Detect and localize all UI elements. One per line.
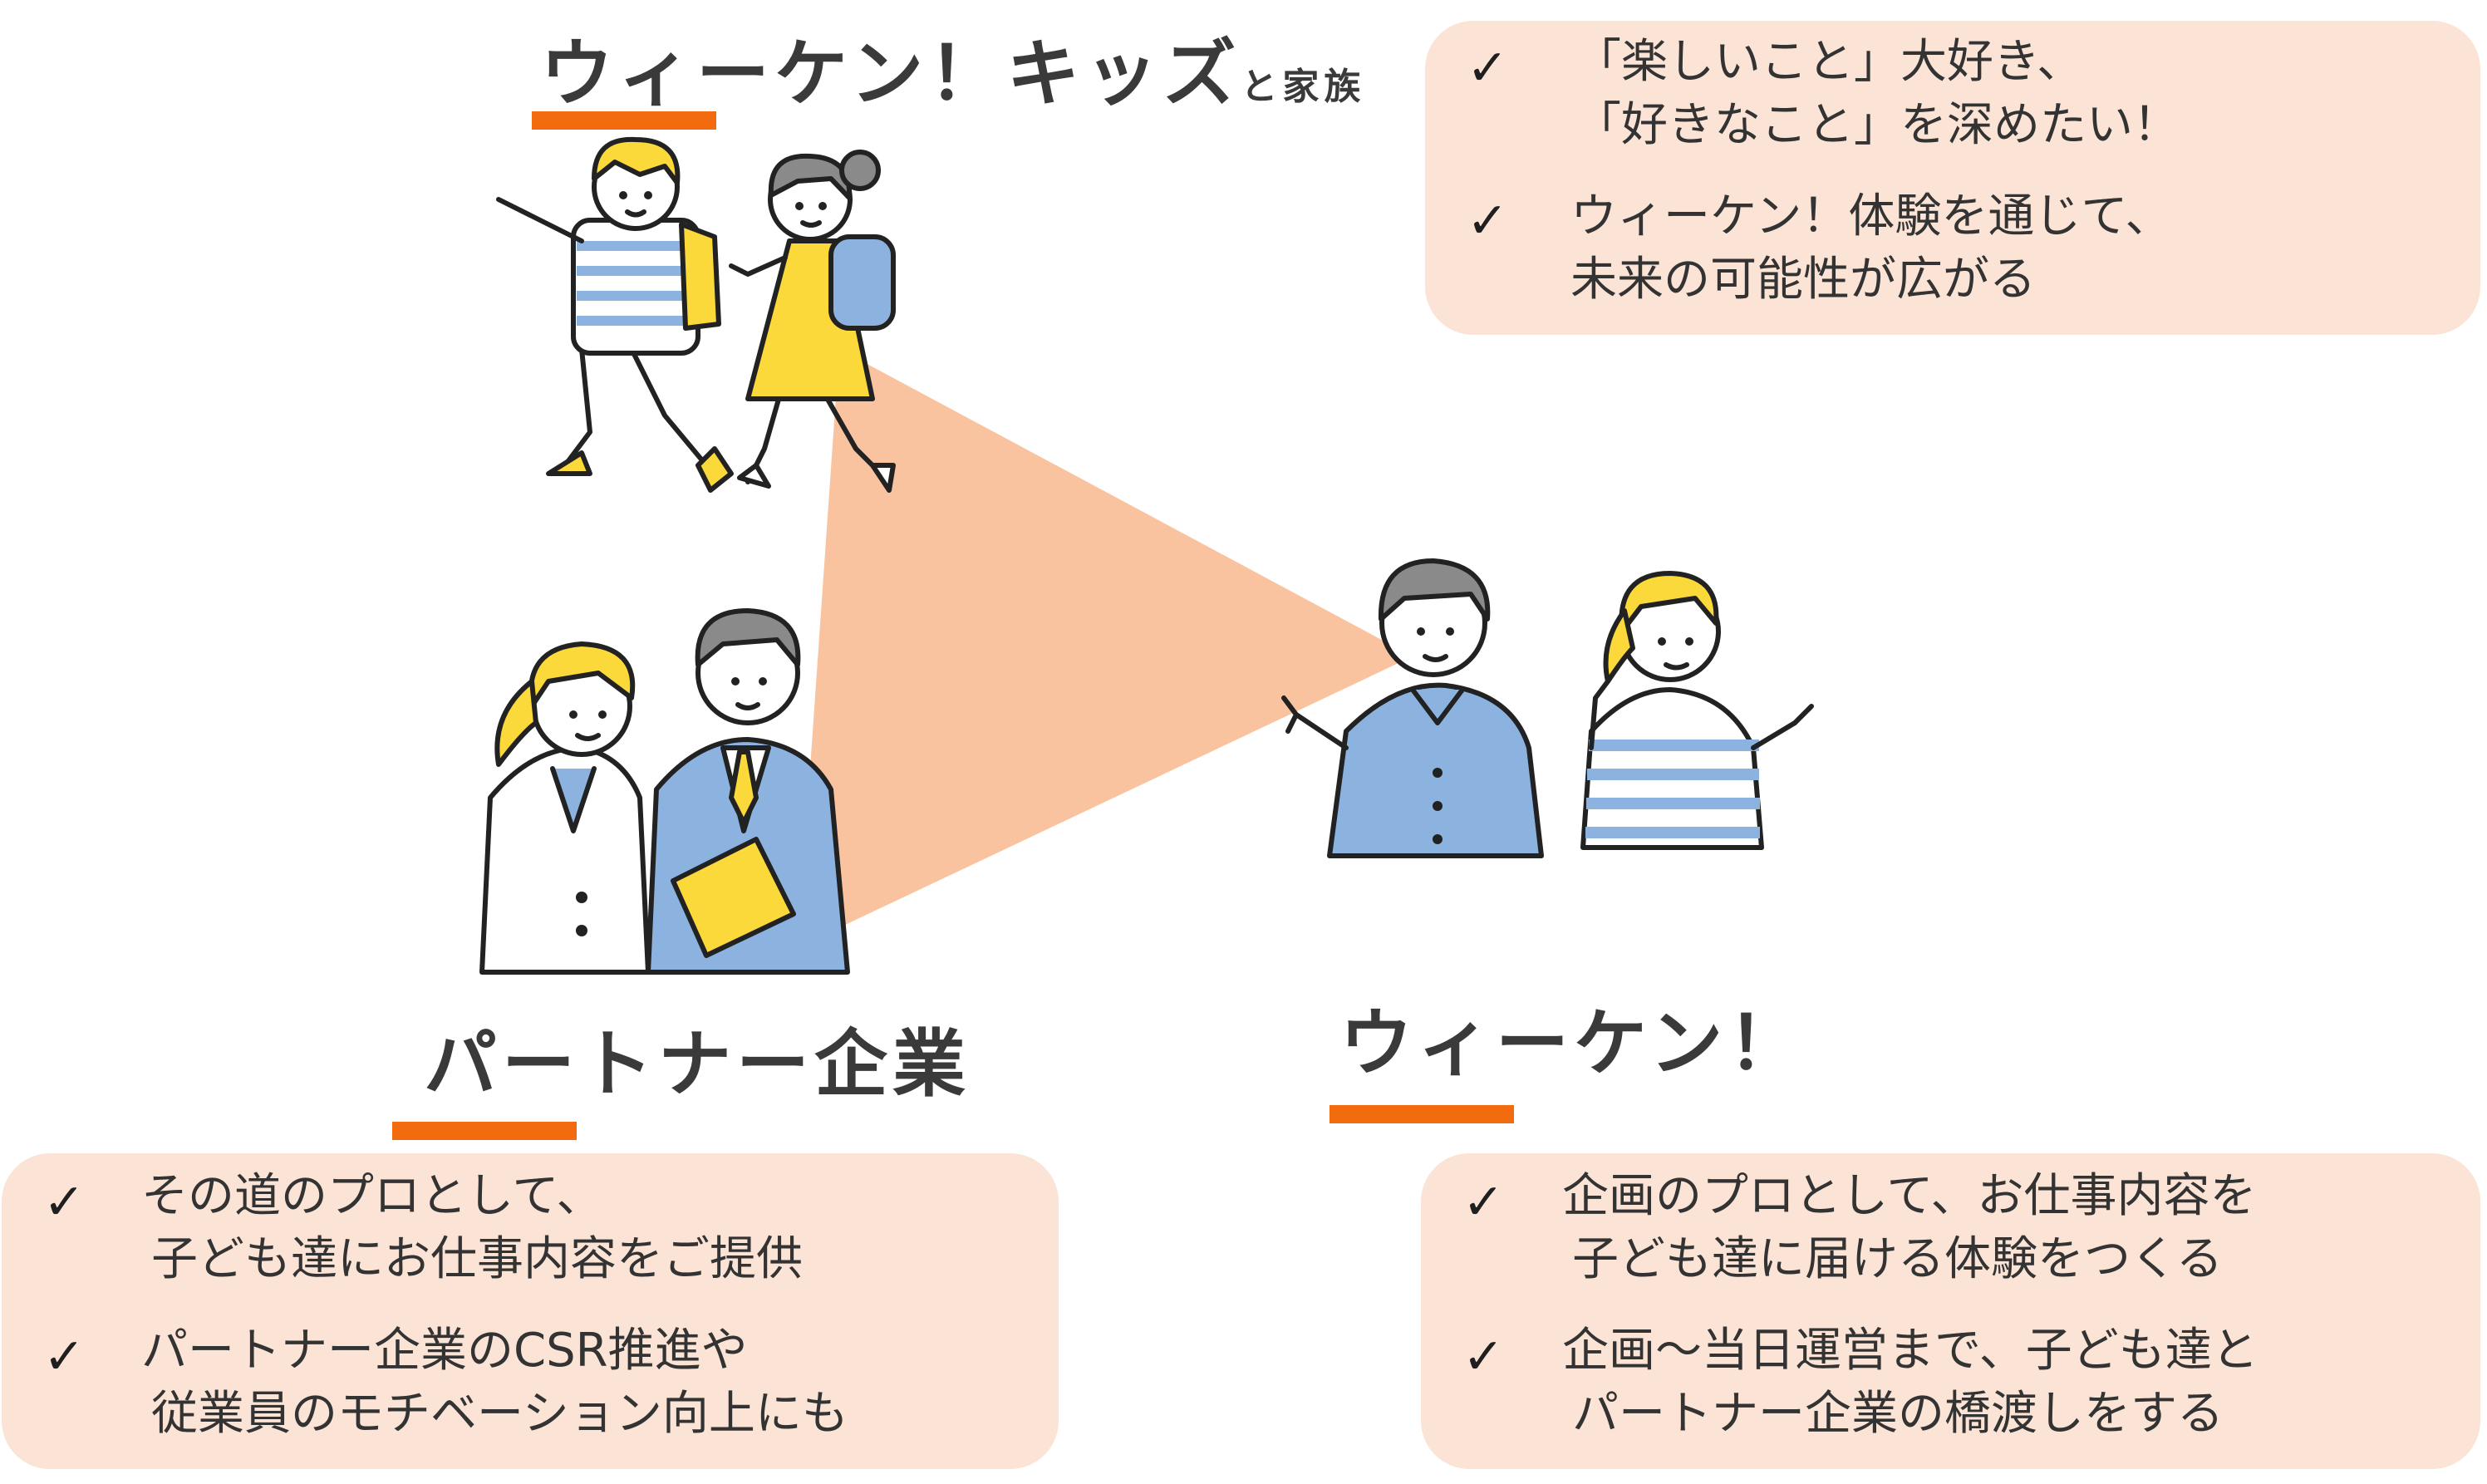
staff-woman-figure <box>1580 571 1814 850</box>
check-icon: ✓ <box>43 1328 86 1386</box>
partner-title-underline <box>392 1122 577 1140</box>
weeken-title: ウィーケン！ <box>1339 1000 1806 1086</box>
check-icon: ✓ <box>1462 1173 1505 1231</box>
weeken-point-1-line-1: 企画のプロとして、お仕事内容を <box>1562 1169 2257 1223</box>
girl-figure <box>729 150 896 493</box>
weeken-point-2-line-1: 企画〜当日運営まで、子ども達と <box>1562 1324 2258 1378</box>
check-icon: ✓ <box>1467 192 1509 250</box>
kids-point-2: ウィーケン！体験を通じて、 未来の可能性が広がる <box>1570 185 2172 312</box>
kids-title-main: ウィーケン！キッズ <box>540 31 1241 116</box>
weeken-point-1-line-2: 子ども達に届ける体験をつくる <box>1572 1232 2223 1286</box>
kids-illustration <box>496 136 896 493</box>
kids-point-1-line-2: 「好きなこと」を深めたい！ <box>1575 98 2180 152</box>
check-icon: ✓ <box>1467 39 1509 97</box>
partner-benefits-box: ✓ その道のプロとして、 子ども達にお仕事内容をご提供 ✓ パートナー企業のCS… <box>2 1153 1059 1469</box>
kids-title-suffix: と家族 <box>1241 66 1366 108</box>
partner-point-2-line-1: パートナー企業のCSR推進や <box>141 1324 748 1378</box>
kids-point-1-line-1: 「楽しいこと」大好き、 <box>1575 35 2084 89</box>
connection-triangle <box>798 349 1413 947</box>
weeken-point-1: 企画のプロとして、お仕事内容を 子ども達に届ける体験をつくる <box>1562 1165 2257 1291</box>
partner-title: パートナー企業 <box>424 1021 971 1107</box>
weeken-illustration <box>1281 558 1814 858</box>
kids-point-1: 「楽しいこと」大好き、 「好きなこと」を深めたい！ <box>1575 31 2180 157</box>
partner-point-2: パートナー企業のCSR推進や 従業員のモチベーション向上にも <box>141 1319 848 1446</box>
check-icon: ✓ <box>1462 1328 1505 1386</box>
staff-man-figure <box>1281 558 1544 858</box>
kids-title: ウィーケン！キッズと家族 <box>540 15 1365 120</box>
partner-point-1-line-1: その道のプロとして、 <box>141 1169 603 1223</box>
kids-point-2-line-1: ウィーケン！体験を通じて、 <box>1570 189 2172 243</box>
kids-point-2-line-2: 未来の可能性が広がる <box>1570 253 2036 307</box>
boy-figure <box>496 136 734 493</box>
partner-illustration <box>479 608 850 975</box>
check-icon: ✓ <box>43 1173 86 1231</box>
weeken-point-2-line-2: パートナー企業の橋渡しをする <box>1572 1387 2224 1441</box>
kids-title-underline <box>532 111 716 130</box>
woman-figure <box>479 641 651 975</box>
businessman-figure <box>646 608 850 975</box>
kids-benefits-box: ✓ 「楽しいこと」大好き、 「好きなこと」を深めたい！ ✓ ウィーケン！体験を通… <box>1425 21 2480 335</box>
weeken-point-2: 企画〜当日運営まで、子ども達と パートナー企業の橋渡しをする <box>1562 1319 2258 1446</box>
weeken-roles-box: ✓ 企画のプロとして、お仕事内容を 子ども達に届ける体験をつくる ✓ 企画〜当日… <box>1421 1153 2480 1469</box>
partner-point-1: その道のプロとして、 子ども達にお仕事内容をご提供 <box>141 1165 803 1291</box>
partner-point-2-line-2: 従業員のモチベーション向上にも <box>151 1387 848 1441</box>
weeken-title-underline <box>1330 1105 1514 1123</box>
partner-point-1-line-2: 子ども達にお仕事内容をご提供 <box>151 1232 803 1286</box>
